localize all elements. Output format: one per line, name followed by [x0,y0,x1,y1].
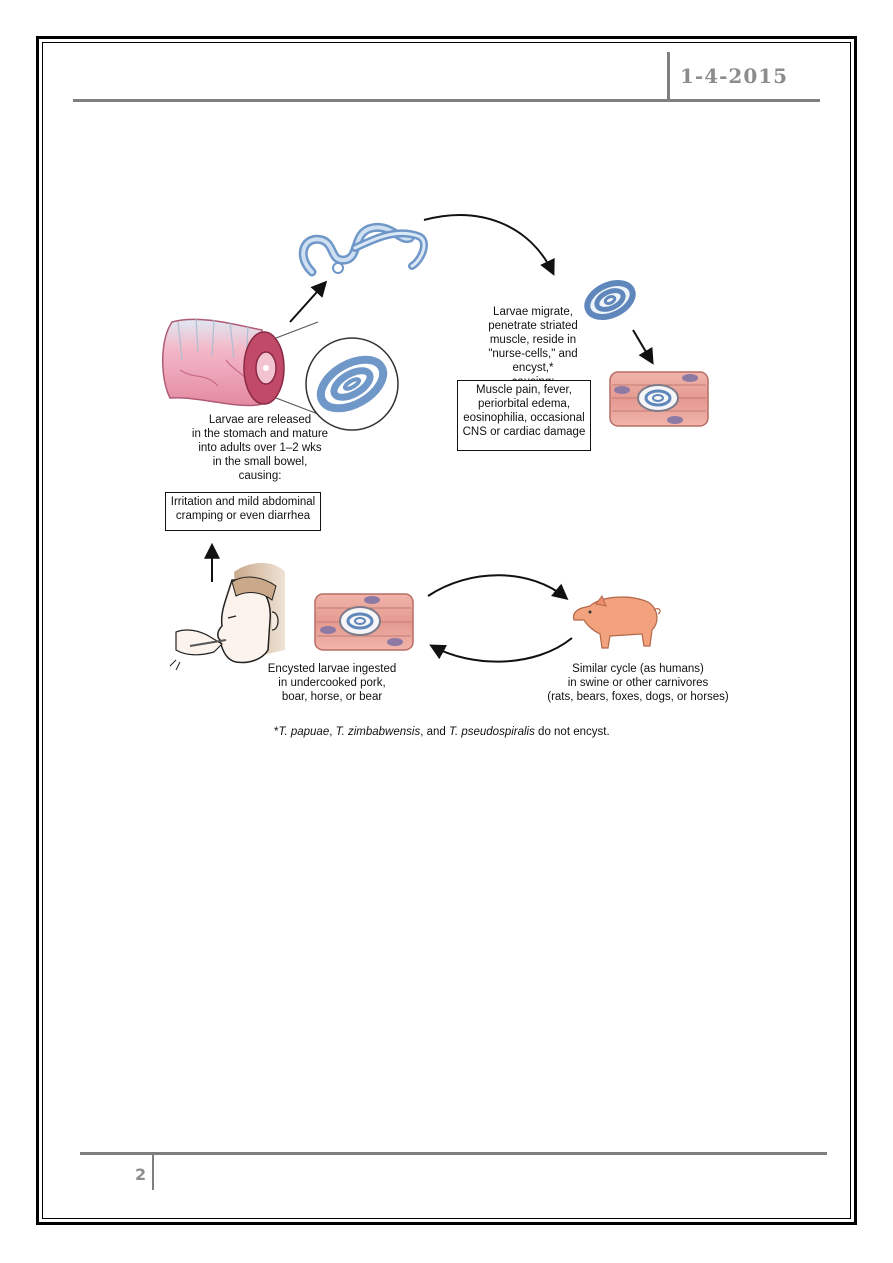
pig-illustration [572,594,661,649]
figure-footnote: *T. papuae, T. zimbabwensis, and T. pseu… [274,726,610,738]
header-rule [73,99,820,102]
magnified-larva-inset [305,337,399,431]
encysted-muscle-illustration-top [609,371,709,427]
migrating-larva-illustration [584,280,636,320]
muscle-symptoms-box: Muscle pain, fever, periorbital edema, e… [457,380,591,451]
page-border-inner [42,42,851,1219]
footnote-species-1: T. papuae [278,726,330,738]
arrow-gut-to-adults [289,280,328,323]
footnote-species-3: T. pseudospiralis [448,726,535,738]
animal-cycle-label: Similar cycle (as humans) in swine or ot… [547,663,729,703]
footer-rule [80,1152,827,1155]
page-number: 2 [135,1165,147,1184]
larvae-released-label: Larvae are released in the stomach and m… [191,414,329,482]
ingestion-label: Encysted larvae ingested in undercooked … [267,663,397,703]
page-border-outer [36,36,857,1225]
footnote-tail: do not encyst. [534,726,610,738]
header-date: 1-4-2015 [680,64,789,88]
small-bowel-illustration [162,317,285,407]
header-divider [667,52,670,100]
intestinal-symptoms-box: Irritation and mild abdominal cramping o… [165,492,321,531]
arrow-adults-to-larva [423,214,555,276]
person-eating-illustration [169,563,285,671]
footnote-species-2: T. zimbabwensis [335,726,421,738]
footnote-separator-2: , and [420,726,449,738]
arrow-larva-to-muscle [632,329,654,365]
footer-divider [152,1154,154,1190]
footnote-mark: * [274,726,279,738]
arrow-swine-to-muscle [429,637,573,663]
arrow-muscle-to-swine [427,574,569,601]
encysted-muscle-illustration-bottom [314,593,414,651]
footnote-separator-1: , [329,726,336,738]
adult-worms-illustration [298,222,428,277]
larvae-migrate-label: Larvae migrate, penetrate striated muscl… [488,306,578,388]
